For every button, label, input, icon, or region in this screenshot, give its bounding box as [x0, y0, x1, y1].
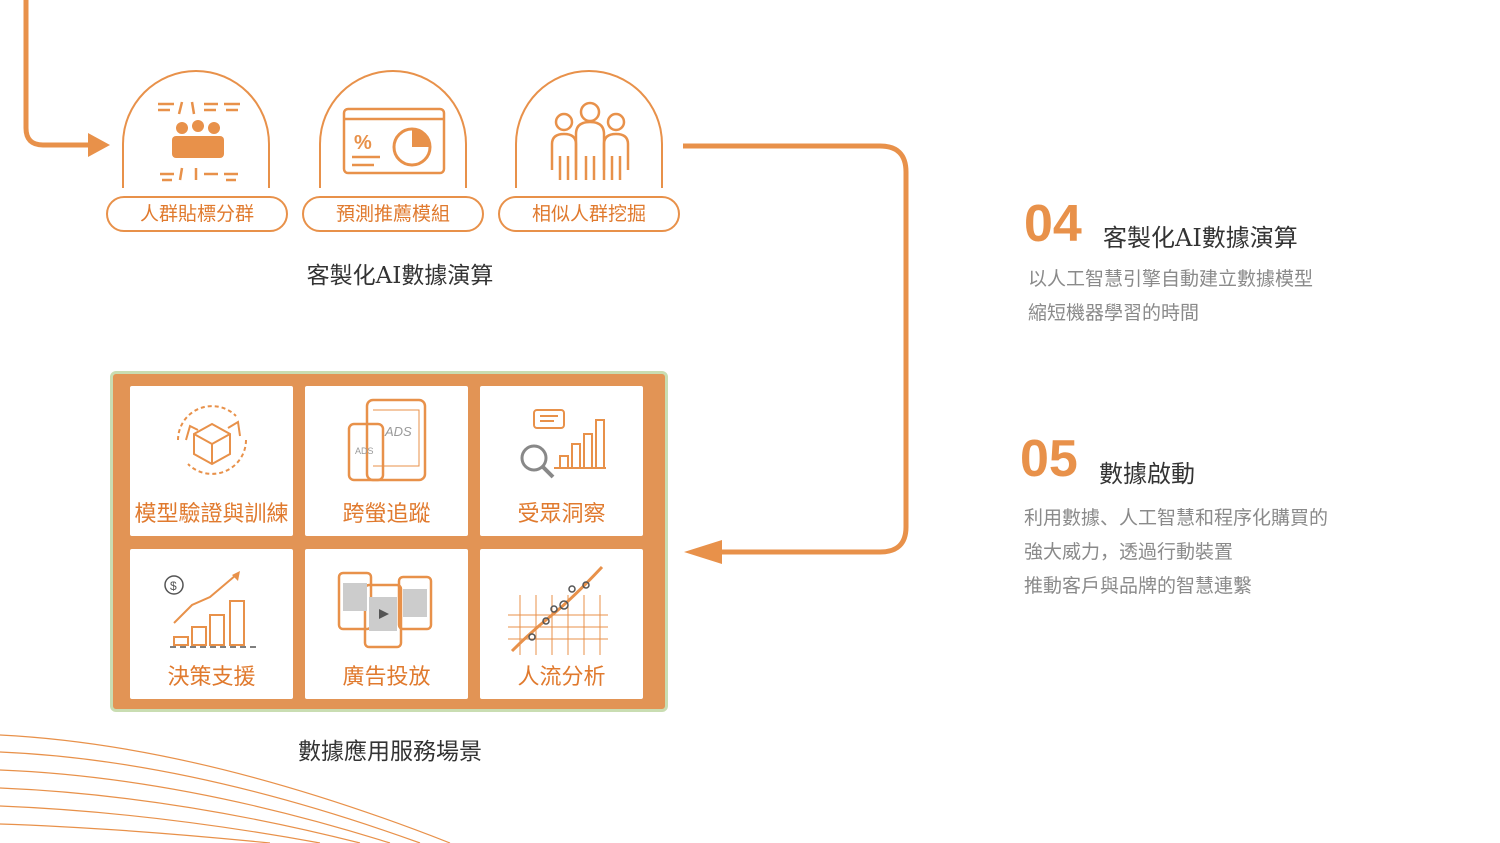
- bottom-caption: 數據應用服務場景: [298, 739, 482, 765]
- step-desc-line: 強大威力，透過行動裝置: [1024, 541, 1234, 563]
- top-caption: 客製化AI數據演算: [306, 263, 494, 289]
- svg-text:$: $: [170, 579, 177, 593]
- model-cube-icon: [177, 405, 247, 475]
- crowd-tagging-icon: [158, 101, 240, 182]
- tile-label: 跨螢追蹤: [342, 502, 431, 527]
- svg-text:ADS: ADS: [384, 424, 412, 439]
- step-title-04: 客製化AI數據演算: [1103, 224, 1298, 252]
- segment-pill-2[interactable]: 預測推薦模組: [302, 196, 484, 232]
- svg-text:%: %: [354, 132, 372, 154]
- coin-growth-icon: $: [164, 571, 258, 648]
- tile-cross-screen[interactable]: ADS ADS 跨螢追蹤: [305, 386, 468, 536]
- step-number-04: 04: [1024, 195, 1082, 253]
- tile-audience-insight[interactable]: 受眾洞察: [480, 386, 643, 536]
- similar-people-icon: [550, 101, 630, 180]
- svg-text:ADS: ADS: [355, 446, 374, 456]
- step-desc-05: 利用數據、人工智慧和程序化購買的 強大威力，透過行動裝置 推動客戶與品牌的智慧連…: [1024, 501, 1328, 603]
- step-number-05: 05: [1020, 430, 1078, 488]
- step-title-05: 數據啟動: [1099, 460, 1195, 488]
- tile-foot-traffic[interactable]: 人流分析: [480, 549, 643, 699]
- step-desc-line: 利用數據、人工智慧和程序化購買的: [1024, 507, 1329, 529]
- step-desc-line: 縮短機器學習的時間: [1028, 302, 1200, 324]
- segment-pill-3[interactable]: 相似人群挖掘: [498, 196, 680, 232]
- tile-label: 決策支援: [167, 665, 256, 690]
- tile-label: 廣告投放: [342, 665, 431, 690]
- tile-decision-support[interactable]: $ 決策支援: [130, 549, 293, 699]
- services-grid: 模型驗證與訓練 ADS ADS 跨螢追蹤 受眾洞察: [110, 371, 668, 712]
- ads-devices-icon: ADS ADS: [347, 398, 427, 482]
- map-pins-icon: [508, 565, 608, 655]
- video-devices-icon: [337, 571, 433, 649]
- segment-pill-1[interactable]: 人群貼標分群: [106, 196, 288, 232]
- step-desc-line: 以人工智慧引擎自動建立數據模型: [1028, 268, 1314, 290]
- step-desc-04: 以人工智慧引擎自動建立數據模型 縮短機器學習的時間: [1028, 262, 1313, 330]
- tile-label: 受眾洞察: [517, 502, 606, 527]
- prediction-chart-icon: %: [342, 107, 446, 175]
- tile-ad-delivery[interactable]: 廣告投放: [305, 549, 468, 699]
- tile-label: 模型驗證與訓練: [134, 502, 289, 527]
- tile-model-validation[interactable]: 模型驗證與訓練: [130, 386, 293, 536]
- tile-label: 人流分析: [517, 665, 606, 690]
- magnifier-bars-icon: [520, 409, 606, 479]
- step-desc-line: 推動客戶與品牌的智慧連繫: [1024, 575, 1253, 597]
